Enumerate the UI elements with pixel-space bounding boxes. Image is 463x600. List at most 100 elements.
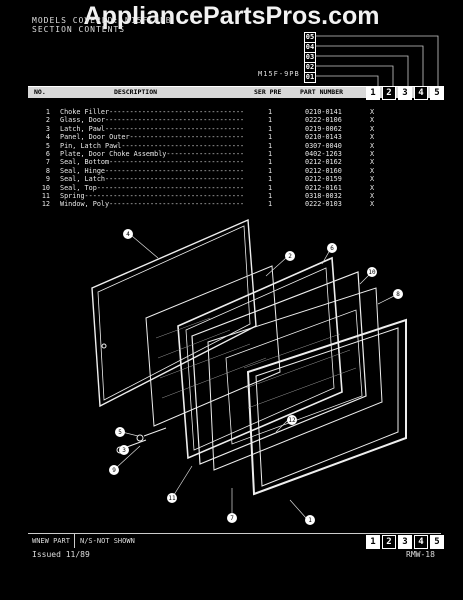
row-part-number: 0212-0160 [305,166,342,175]
callout-1: 1 [305,515,315,525]
callout-4: 4 [123,229,133,239]
outer-panel-drawing [91,218,257,408]
row-description: Spring----------------------------------… [60,191,245,200]
row-qty: 1 [268,116,273,125]
svg-text:3: 3 [122,447,126,454]
row-mark: X [370,166,375,175]
version-box-1: 1 [366,86,380,100]
row-no: 9 [45,175,50,184]
row-no: 6 [45,149,50,158]
footer-box-3: 3 [398,535,412,549]
callout-9: 9 [109,465,119,475]
callout-10: 10 [367,267,377,277]
col-ser-pre: SER PRE [254,88,282,96]
row-mark: X [370,124,375,133]
row-qty: 1 [268,175,273,184]
svg-text:6: 6 [330,245,334,252]
svg-text:10: 10 [368,269,376,276]
footer-box-5: 5 [430,535,444,549]
row-qty: 1 [268,200,273,209]
svg-text:9: 9 [112,467,116,474]
row-mark: X [370,158,375,167]
row-part-number: 0212-0159 [305,175,342,184]
callout-8: 8 [393,289,403,299]
row-mark: X [370,191,375,200]
row-no: 7 [45,158,50,167]
footer-bar: WNEW PART N/S-NOT SHOWN 1 2 3 4 5 [28,533,444,549]
row-no: 3 [45,124,50,133]
callout-3: 3 [119,445,129,455]
parts-sheet: MODELS COVERED: M15F-9PB SECTION CONTENT… [28,14,444,572]
row-mark: X [370,175,375,184]
row-description: Seal, Hinge-----------------------------… [60,166,245,175]
exploded-door-diagram: 4 2 6 10 8 5 3 9 11 12 7 1 [91,218,407,525]
row-part-number: 0210-0143 [305,133,342,142]
parts-row: 1 Choke Filler---------------------------… [32,108,432,116]
svg-text:5: 5 [118,429,122,436]
row-qty: 1 [268,133,273,142]
parts-row: 12 Window, Poly--------------------------… [32,200,432,208]
row-qty: 1 [268,141,273,150]
row-mark: X [370,141,375,150]
row-no: 11 [41,191,50,200]
row-no: 4 [45,133,50,142]
row-description: Plate, Door Choke Assembly--------------… [60,149,245,158]
table-header: NO. DESCRIPTION SER PRE PART NUMBER [28,86,441,98]
svg-text:7: 7 [230,515,234,522]
svg-text:4: 4 [126,231,130,238]
parts-row: 11 Spring--------------------------------… [32,192,432,200]
row-qty: 1 [268,108,273,116]
row-part-number: 0318-0032 [305,191,342,200]
models-covered: MODELS COVERED: M15F-9PB [32,16,172,25]
callout-6: 6 [327,243,337,253]
row-no: 12 [41,200,50,209]
row-description: Choke Filler----------------------------… [60,108,245,116]
new-part-legend: WNEW PART [32,537,70,545]
row-no: 2 [45,116,50,125]
issued-date: Issued 11/89 [32,550,90,559]
row-mark: X [370,149,375,158]
row-description: Seal, Bottom----------------------------… [60,158,245,167]
svg-text:12: 12 [288,417,296,424]
row-description: Window, Poly----------------------------… [60,200,245,209]
row-qty: 1 [268,191,273,200]
version-box-3: 3 [398,86,412,100]
col-part-number: PART NUMBER [300,88,344,96]
parts-row: 6 Plate, Door Choke Assembly-------------… [32,150,432,158]
version-box-2: 2 [382,86,396,100]
row-mark: X [370,116,375,125]
not-shown-legend: N/S-NOT SHOWN [80,537,135,545]
footer-version-boxes: 1 2 3 4 5 [366,535,444,549]
model-code: M15F-9PB [258,70,300,78]
row-mark: X [370,133,375,142]
callout-7: 7 [227,513,237,523]
row-no: 8 [45,166,50,175]
parts-row: 10 Seal, Top-----------------------------… [32,184,432,192]
footer-box-4: 4 [414,535,428,549]
page-code: RMW-18 [406,550,435,559]
side-box-01: 01 [304,72,316,83]
row-description: Pin, Latch Pawl-------------------------… [60,141,245,150]
svg-text:2: 2 [288,253,292,260]
footer-box-1: 1 [366,535,380,549]
row-description: Latch, Pawl-----------------------------… [60,124,245,133]
row-description: Seal, Top-------------------------------… [60,183,245,192]
row-part-number: 0402-1263 [305,149,342,158]
callout-2: 2 [285,251,295,261]
row-qty: 1 [268,158,273,167]
side-box-leader-lines [315,35,439,100]
callout-12: 12 [287,415,297,425]
footer-divider [74,534,75,548]
callout-5: 5 [115,427,125,437]
row-no: 10 [41,183,50,192]
svg-text:8: 8 [396,291,400,298]
row-description: Seal, Latch-----------------------------… [60,175,245,184]
parts-row: 3 Latch, Pawl----------------------------… [32,125,432,133]
col-description: DESCRIPTION [114,88,158,96]
header-version-boxes: 1 2 3 4 5 [366,86,444,100]
version-box-5: 5 [430,86,444,100]
svg-text:1: 1 [308,517,312,524]
row-part-number: 0222-0106 [305,116,342,125]
